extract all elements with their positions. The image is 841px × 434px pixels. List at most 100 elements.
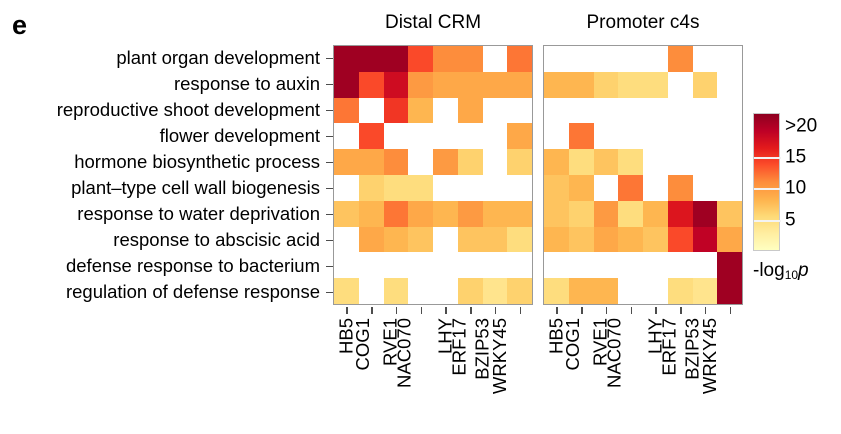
heatmap-cell [334,226,359,253]
row-label: regulation of defense response [65,280,320,302]
column-tick-mark [643,306,668,314]
heatmap-cell [618,46,643,72]
heatmap-cell [568,174,594,201]
heatmap-cell [593,226,619,253]
heatmap-cell [433,46,458,72]
heatmap-cell [383,71,409,98]
column-tick-mark [618,306,643,314]
heatmap-grid-promoter-c4s [544,46,742,304]
heatmap-cell [568,71,594,98]
heatmap-cell [358,252,384,279]
heatmap-cell [692,149,718,175]
column-label-slot: WRKY45 [699,314,742,434]
heatmap-cell [334,252,359,279]
column-label: ERF17 [658,318,680,376]
heatmap-cell [692,252,718,279]
heatmap-cell [667,46,693,72]
heatmap-cell [667,226,693,253]
heatmap-cell [433,149,458,175]
row-label: hormone biosynthetic process [74,150,320,172]
heatmap-cell [568,226,594,253]
column-tick-mark [433,306,458,314]
heatmap-cell [593,149,619,175]
heatmap-cell [507,123,532,150]
heatmap-cell [568,278,594,304]
heatmap-cell [544,149,569,175]
row-tick-mark [325,45,333,71]
heatmap-cell [717,46,742,72]
heatmap-cell [568,123,594,150]
heatmap-cell [358,200,384,227]
heatmap-cell [433,252,458,279]
heatmap-cell [408,174,433,201]
column-label: WRKY45 [488,318,510,395]
heatmap-cell [408,278,433,304]
column-label: ERF17 [448,318,470,376]
column-label-slot: NAC070 [393,314,433,434]
row-label: defense response to bacterium [65,254,320,276]
heatmap-cell [643,226,668,253]
heatmap-cell [618,71,643,98]
heatmap-cell [667,123,693,150]
heatmap-cell [482,71,508,98]
column-label: COG1 [352,318,374,371]
heatmap-cell [408,71,433,98]
column-tick-mark [594,306,619,314]
heatmap-cell [334,123,359,150]
heatmap-cell [433,226,458,253]
heatmap-cell [334,200,359,227]
heatmap-cell [408,123,433,150]
heatmap-cell [618,174,643,201]
column-label-slot: WRKY45 [489,314,532,434]
heatmap-cell [482,252,508,279]
heatmap-cell [507,200,532,227]
heatmap-cell [383,200,409,227]
heatmap-cell [358,149,384,175]
colorbar-gradient [753,113,781,251]
heatmap-cell [383,123,409,150]
heatmap-cell [593,278,619,304]
heatmap-cell [692,71,718,98]
heatmap-cell [383,278,409,304]
row-label-list: plant organ development response to auxin… [8,45,325,305]
column-tick-mark [408,306,433,314]
heatmap-cell [433,200,458,227]
row-tick-list [325,45,333,305]
heatmap-cell [618,123,643,150]
colorbar-label-subscript: 10 [784,268,799,282]
column-label: NAC070 [602,318,624,388]
heatmap-cell [482,174,508,201]
heatmap-cell [482,46,508,72]
heatmap-cell [643,278,668,304]
heatmap-cell [618,97,643,124]
heatmap-cell [457,71,483,98]
heatmap-cell [482,200,508,227]
heatmap-cell [433,174,458,201]
row-tick-mark [325,279,333,305]
heatmap-cell [544,174,569,201]
column-tick-mark [334,306,359,314]
heatmap-cell [618,226,643,253]
row-label: plant–type cell wall biogenesis [71,176,320,198]
heatmap-cell [692,226,718,253]
heatmap-cell [667,278,693,304]
heatmap-cell [593,71,619,98]
heatmap-cell [334,97,359,124]
heatmap-cell [358,71,384,98]
row-label: plant organ development [116,46,320,68]
heatmap-cell [544,200,569,227]
heatmap-cell [667,252,693,279]
heatmap-cell [383,97,409,124]
heatmap-cell [408,226,433,253]
heatmap-cell [692,200,718,227]
heatmap-cell [692,46,718,72]
heatmap-cell [593,252,619,279]
heatmap-cell [667,71,693,98]
column-tick-list-distal-crm [334,306,532,314]
column-tick-mark [384,306,409,314]
column-tick-mark [668,306,693,314]
row-label: response to auxin [173,72,320,94]
row-tick-mark [325,71,333,97]
